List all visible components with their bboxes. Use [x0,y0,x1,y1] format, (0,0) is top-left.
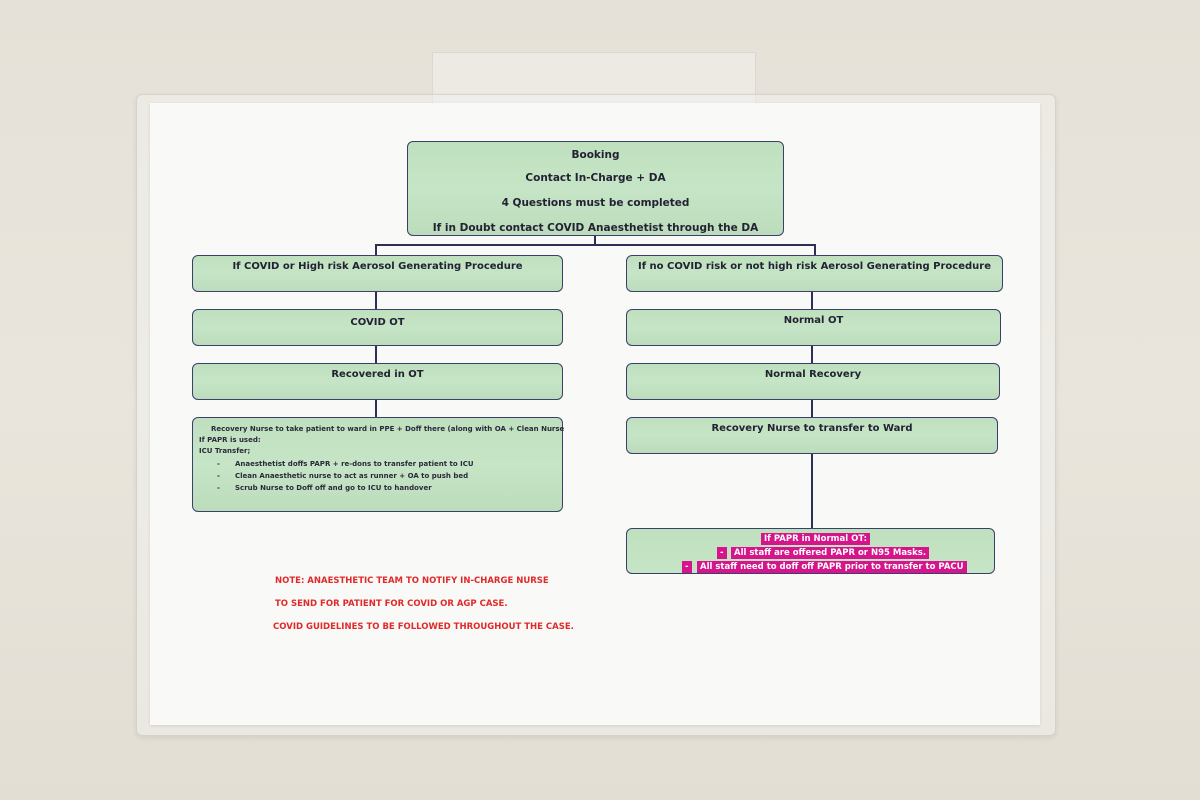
booking-contact: Contact In-Charge + DA [525,172,666,184]
papr-item2-highlight: All staff need to doff off PAPR prior to… [697,561,967,573]
connector-right-3 [811,400,813,418]
normal-ot-text: Normal OT [783,315,844,326]
left-details-line1: Recovery Nurse to take patient to ward i… [211,425,565,433]
covid-ot-box: COVID OT [192,309,563,346]
left-details-line3: ICU Transfer; [199,447,251,455]
papr-item1-highlight: All staff are offered PAPR or N95 Masks. [731,547,930,559]
papr-dash-2: - [682,561,692,573]
connector-left-3 [375,400,377,418]
recovered-in-ot-text: Recovered in OT [331,369,424,380]
connector-right-4 [811,454,813,529]
left-details-bullet3: Scrub Nurse to Doff off and go to ICU to… [235,484,432,492]
booking-doubt: If in Doubt contact COVID Anaesthetist t… [432,222,759,234]
normal-recovery-text: Normal Recovery [764,369,862,380]
connector-split [375,244,816,246]
flowchart-sheet: Booking Contact In-Charge + DA 4 Questio… [150,103,1040,725]
papr-dash-1: - [717,547,727,559]
left-details-box: Recovery Nurse to take patient to ward i… [192,417,565,512]
connector-booking-down [594,236,596,245]
recovery-transfer-box: Recovery Nurse to transfer to Ward [626,417,998,454]
left-condition-text: If COVID or High risk Aerosol Generating… [232,261,523,272]
booking-box: Booking Contact In-Charge + DA 4 Questio… [407,141,784,236]
right-condition-text: If no COVID risk or not high risk Aeroso… [638,261,991,272]
papr-normal-ot-box: If PAPR in Normal OT: - All staff are of… [626,528,995,574]
connector-right-2 [811,346,813,364]
normal-recovery-box: Normal Recovery [626,363,1000,400]
connector-left-1 [375,292,377,310]
connector-right-down [814,244,816,256]
covid-ot-text: COVID OT [350,317,405,328]
recovered-in-ot-box: Recovered in OT [192,363,563,400]
left-condition-box: If COVID or High risk Aerosol Generating… [192,255,563,292]
left-details-bullet1: Anaesthetist doffs PAPR + re-dons to tra… [235,460,474,468]
left-details-bullet2: Clean Anaesthetic nurse to act as runner… [235,472,469,480]
note-line3: COVID GUIDELINES TO BE FOLLOWED THROUGHO… [273,622,574,632]
right-condition-box: If no COVID risk or not high risk Aeroso… [626,255,1003,292]
connector-left-2 [375,346,377,364]
recovery-transfer-text: Recovery Nurse to transfer to Ward [711,423,913,434]
note-line1: NOTE: ANAESTHETIC TEAM TO NOTIFY IN-CHAR… [275,576,549,586]
bullet-dash: - [217,472,220,480]
bullet-dash: - [217,484,220,492]
left-details-line2: If PAPR is used: [199,436,261,444]
bullet-dash: - [217,460,220,468]
tape [432,52,756,110]
connector-right-1 [811,292,813,310]
booking-questions: 4 Questions must be completed [501,197,690,209]
papr-title-highlight: If PAPR in Normal OT: [761,533,871,545]
connector-left-down [375,244,377,256]
normal-ot-box: Normal OT [626,309,1001,346]
booking-title: Booking [571,149,620,161]
note-line2: TO SEND FOR PATIENT FOR COVID OR AGP CAS… [275,599,508,609]
